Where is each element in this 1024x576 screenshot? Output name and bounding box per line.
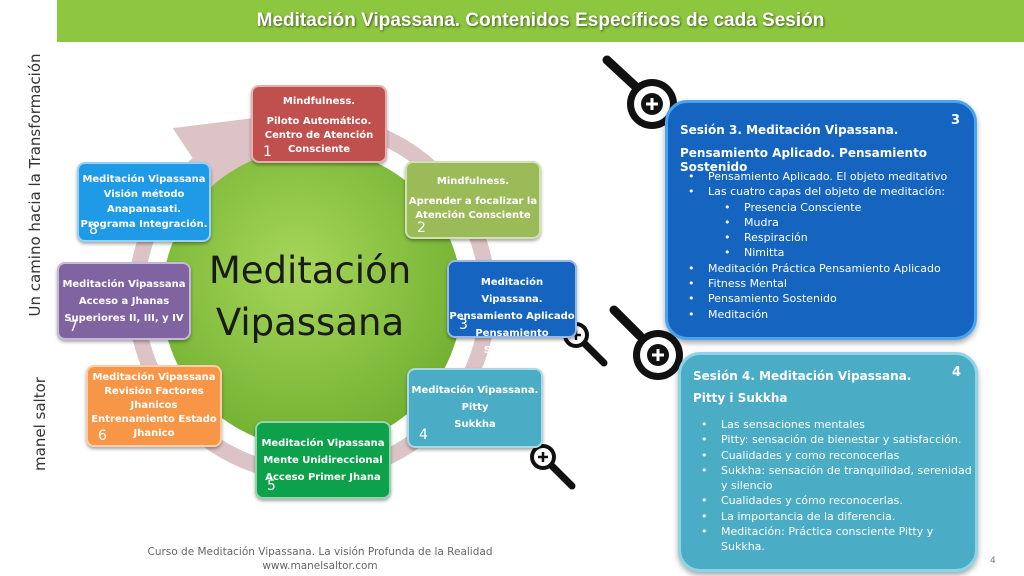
session-box-line: Anapanasati. — [106, 204, 182, 215]
list-item: Fitness Mental — [680, 276, 970, 292]
session-box-line: Revisión Factores — [104, 386, 204, 397]
hub-circle — [162, 148, 462, 448]
list-item: Meditación Práctica Pensamiento Aplicado — [680, 261, 970, 277]
list-item: Pensamiento Aplicado. El objeto meditati… — [680, 169, 970, 185]
session-number: 3 — [459, 317, 468, 333]
list-item: Cualidades y como reconocerlas — [693, 448, 973, 464]
card-title: Sesión 4. Meditación Vipassana. — [693, 369, 912, 383]
session-box-line: Entrenamiento Estado — [91, 414, 217, 425]
list-item: La importancia de la diferencia. — [693, 509, 973, 525]
session-number: 1 — [263, 144, 272, 160]
card-number: 4 — [951, 365, 961, 380]
header-bar: Meditación Vipassana. Contenidos Específ… — [57, 0, 1024, 42]
session-box-4[interactable]: Meditación Vipassana. Pitty Sukkha 4 — [407, 368, 543, 448]
session-box-line: Atención Consciente — [415, 210, 531, 221]
session-box-line: Meditación Vipassana — [261, 438, 385, 449]
session-box-line: Visión método — [103, 189, 185, 200]
list-item: Las sensaciones mentales — [693, 417, 973, 433]
session-box-line: Superiores II, III, y IV — [64, 313, 184, 324]
session-number: 8 — [89, 222, 98, 238]
list-item: Meditación — [680, 307, 970, 323]
session-number: 4 — [419, 427, 428, 443]
session-box-line: Pensamiento Aplicado — [449, 311, 575, 322]
session-number: 2 — [417, 220, 426, 236]
session-box-line: Mindfulness. — [436, 176, 510, 187]
session-box-8[interactable]: Meditación Vipassana Visión método Anapa… — [77, 162, 211, 242]
zoom-icon[interactable] — [602, 55, 677, 129]
session-box-line: Jhanico — [133, 428, 175, 439]
session-box-line: Meditación Vipassana — [62, 279, 186, 290]
session-box-line: Centro de Atención — [264, 130, 374, 141]
session-box-line: Acceso a Jhanas — [78, 296, 170, 307]
session-box-line: Piloto Automático. — [266, 116, 372, 127]
list-item: Mudra — [680, 215, 970, 231]
list-item: Pitty: sensación de bienestar y satisfac… — [693, 432, 973, 448]
session-box-line: Consciente — [287, 144, 351, 155]
session-box-3[interactable]: Meditación Vipassana. Pensamiento Aplica… — [447, 260, 577, 356]
card-bullet-list: Las sensaciones mentales Pitty: sensació… — [693, 417, 973, 555]
session-number: 5 — [267, 478, 276, 494]
session-box-line: Pensamiento Sostenido — [475, 328, 549, 356]
card-subtitle: Pitty i Sukkha — [693, 391, 788, 405]
session-box-line: Programa Integración. — [80, 219, 208, 230]
session-box-5[interactable]: Meditación Vipassana Mente Unidirecciona… — [255, 421, 391, 499]
session-box-line: Aprender a focalizar la — [408, 196, 538, 207]
session-box-7[interactable]: Meditación Vipassana Acceso a Jhanas Sup… — [57, 262, 191, 340]
page-number: 4 — [990, 556, 996, 566]
zoom-icon[interactable] — [609, 305, 683, 380]
list-item: Pensamiento Sostenido — [680, 291, 970, 307]
session-number: 7 — [69, 319, 78, 335]
card-bullet-list: Pensamiento Aplicado. El objeto meditati… — [680, 169, 970, 322]
session-box-line: Meditación Vipassana — [92, 372, 216, 383]
session-box-1[interactable]: Mindfulness. Piloto Automático. Centro d… — [251, 85, 387, 163]
card-number: 3 — [950, 113, 960, 128]
list-item: Presencia Consciente — [680, 200, 970, 216]
footer-course-line: Curso de Meditación Vipassana. La visión… — [147, 546, 493, 558]
session-3-detail-card: 3 Sesión 3. Meditación Vipassana. Pensam… — [665, 100, 977, 340]
session-number: 6 — [98, 428, 107, 444]
session-box-line: Meditación Vipassana. — [411, 385, 539, 396]
session-box-line: Meditación Vipassana. — [480, 277, 544, 305]
list-item: Nimitta — [680, 245, 970, 261]
session-box-line: Jhanicos — [130, 400, 178, 411]
footer-website[interactable]: www.manelsaltor.com — [262, 560, 378, 572]
hub-title-line: Vipassana — [215, 301, 405, 344]
list-item: Las cuatro capas del objeto de meditació… — [680, 184, 970, 200]
session-4-detail-card: 4 Sesión 4. Meditación Vipassana. Pitty … — [678, 352, 978, 572]
session-box-line: Acceso Primer Jhana — [265, 472, 381, 483]
session-box-line: Pitty — [461, 402, 489, 413]
footer: Curso de Meditación Vipassana. La visión… — [130, 545, 510, 573]
zoom-icon[interactable] — [530, 444, 576, 490]
card-title: Sesión 3. Meditación Vipassana. — [680, 123, 899, 137]
session-box-line: Sukkha — [454, 419, 496, 430]
list-item: Meditación: Práctica consciente Pitty y … — [693, 524, 973, 555]
session-box-line: Meditación Vipassana — [82, 174, 206, 185]
session-box-6[interactable]: Meditación Vipassana Revisión Factores J… — [86, 365, 222, 447]
session-box-line: Mente Unidireccional — [263, 455, 383, 466]
slide-title: Meditación Vipassana. Contenidos Específ… — [256, 10, 825, 31]
list-item: Respiración — [680, 230, 970, 246]
session-box-line: Mindfulness. — [282, 96, 356, 107]
list-item: Cualidades y cómo reconocerlas. — [693, 493, 973, 509]
hub-title: Meditación Vipassana — [160, 245, 460, 349]
hub-title-line: Meditación — [208, 249, 412, 292]
list-item: Sukkha: sensación de tranquilidad, seren… — [693, 463, 973, 494]
session-box-2[interactable]: Mindfulness. Aprender a focalizar la Ate… — [405, 161, 541, 239]
